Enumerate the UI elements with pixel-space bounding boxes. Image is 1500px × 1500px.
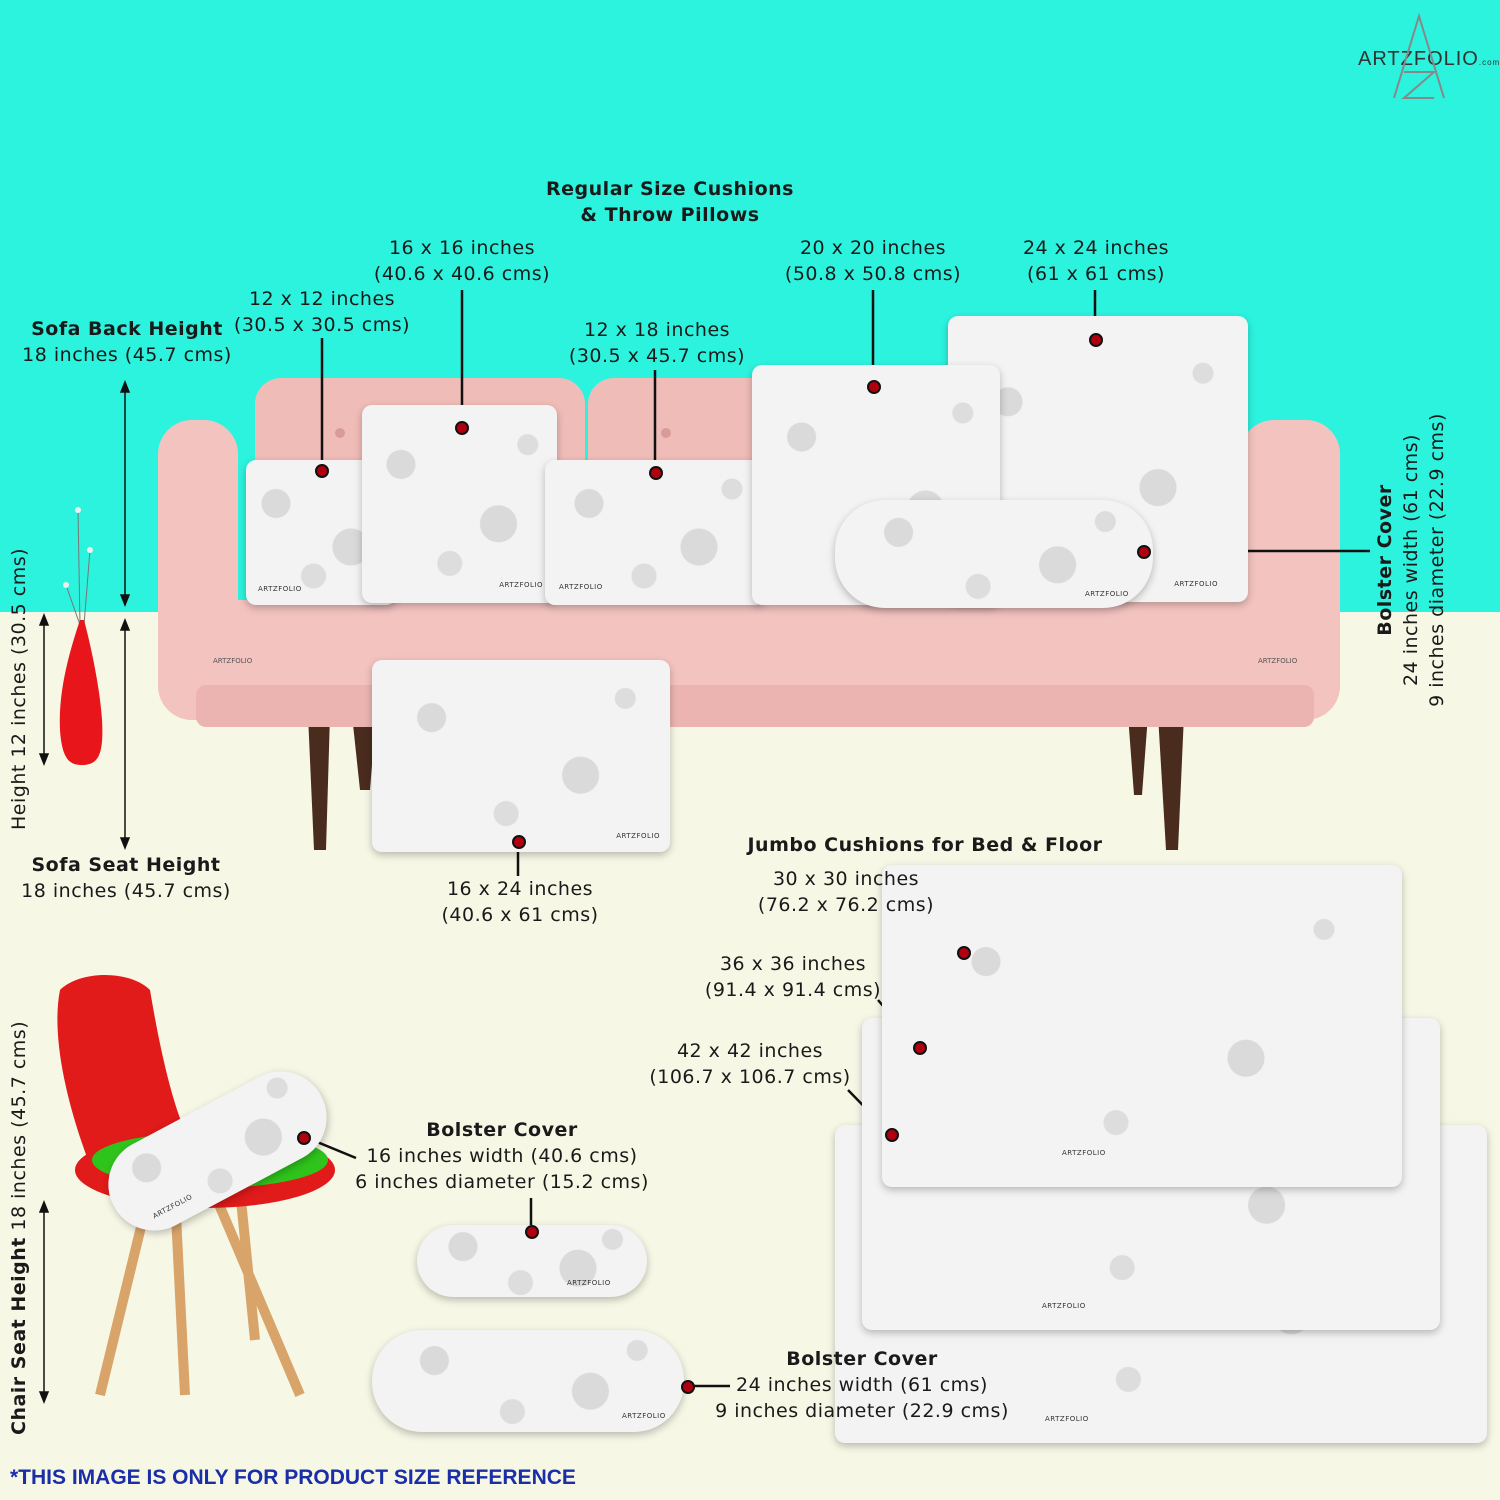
size-label-20x20: 20 x 20 inches(50.8 x 50.8 cms) [784, 237, 962, 285]
brand-logo: ARTZFOLIO.com [1358, 48, 1500, 71]
sofa-seat-height-value: 18 inches (45.7 cms) [21, 880, 231, 902]
cushion-brand-label: ARTZFOLIO [622, 1412, 666, 1420]
cushion-brand-label: ARTZFOLIO [499, 581, 543, 589]
marker-36x36 [913, 1041, 927, 1055]
marker-bolster-chair [297, 1131, 311, 1145]
sofa-back-height-value: 18 inches (45.7 cms) [22, 344, 232, 366]
cushion-brand-label: ARTZFOLIO [567, 1279, 611, 1287]
cushion-brand-label: ARTZFOLIO [616, 832, 660, 840]
regular-cushions-heading: Regular Size Cushions & Throw Pillows [540, 176, 800, 228]
size-label-24x24: 24 x 24 inches(61 x 61 cms) [1022, 237, 1170, 285]
cushion-brand-label: ARTZFOLIO [1174, 580, 1218, 588]
sofa-back-height-label: Sofa Back Height 18 inches (45.7 cms) [0, 316, 254, 368]
cushion-brand-label: ARTZFOLIO [258, 585, 302, 593]
size-label-12x18: 12 x 18 inches(30.5 x 45.7 cms) [568, 319, 746, 367]
disclaimer-text: *THIS IMAGE IS ONLY FOR PRODUCT SIZE REF… [10, 1466, 576, 1489]
size-label-42x42: 42 x 42 inches(106.7 x 106.7 cms) [649, 1040, 851, 1088]
bolster-large: ARTZFOLIO [372, 1330, 684, 1432]
svg-text:ARTZFOLIO: ARTZFOLIO [1258, 657, 1298, 665]
size-label-36x36: 36 x 36 inches(91.4 x 91.4 cms) [704, 953, 882, 1001]
cushion-12x18: ARTZFOLIO [545, 460, 765, 605]
jumbo-cushions-heading: Jumbo Cushions for Bed & Floor [740, 832, 1110, 858]
marker-bolster-small [525, 1225, 539, 1239]
marker-42x42 [885, 1128, 899, 1142]
size-label-16x24: 16 x 24 inches(40.6 x 61 cms) [441, 878, 599, 926]
brand-monogram-icon [1393, 12, 1445, 99]
marker-bolster-large [681, 1380, 695, 1394]
marker-12x18 [649, 466, 663, 480]
red-vase [59, 507, 103, 765]
cushion-brand-label: ARTZFOLIO [1045, 1415, 1089, 1423]
vase-height-label: Height 12 inches (30.5 cms) [8, 547, 30, 830]
sofa-seat-height-title: Sofa Seat Height [31, 854, 221, 876]
bolster-sofa-label: Bolster Cover 24 inches width (61 cms) 9… [1374, 413, 1448, 707]
marker-30x30 [957, 946, 971, 960]
sofa-seat-height-label: Sofa Seat Height 18 inches (45.7 cms) [0, 852, 252, 904]
cushion-brand-label: ARTZFOLIO [1062, 1149, 1106, 1157]
bolster-small-label: Bolster Cover 16 inches width (40.6 cms)… [355, 1119, 649, 1193]
marker-16x24 [512, 835, 526, 849]
brand-logo-text: ARTZFOLIO [1358, 48, 1479, 70]
cushion-brand-label: ARTZFOLIO [1085, 590, 1129, 598]
cushion-brand-label: ARTZFOLIO [1042, 1302, 1086, 1310]
bolster-sofa: ARTZFOLIO [835, 500, 1153, 608]
marker-12x12 [315, 464, 329, 478]
cushion-brand-label: ARTZFOLIO [151, 1192, 194, 1221]
cushion-16x24: ARTZFOLIO [372, 660, 670, 852]
bolster-large-label: Bolster Cover 24 inches width (61 cms) 9… [715, 1348, 1009, 1422]
cushion-brand-label: ARTZFOLIO [559, 583, 603, 591]
marker-16x16 [455, 421, 469, 435]
size-label-30x30: 30 x 30 inches(76.2 x 76.2 cms) [757, 868, 935, 916]
sofa-legs [308, 715, 1184, 850]
brand-logo-suffix: .com [1478, 58, 1500, 67]
marker-bolster-sofa [1137, 545, 1151, 559]
dimension-arrows [38, 379, 131, 1405]
regular-title: Regular Size Cushions [546, 178, 794, 200]
size-label-16x16: 16 x 16 inches(40.6 x 40.6 cms) [373, 237, 551, 285]
marker-20x20 [867, 380, 881, 394]
size-label-12x12: 12 x 12 inches(30.5 x 30.5 cms) [233, 288, 411, 336]
sofa-back-height-title: Sofa Back Height [31, 318, 223, 340]
chair-seat-height-label: Chair Seat Height 18 inches (45.7 cms) [8, 1020, 30, 1435]
jumbo-title: Jumbo Cushions for Bed & Floor [747, 834, 1103, 856]
cushion-30x30: ARTZFOLIO [882, 865, 1402, 1187]
marker-24x24 [1089, 333, 1103, 347]
svg-text:ARTZFOLIO: ARTZFOLIO [213, 657, 253, 665]
regular-subtitle: & Throw Pillows [580, 204, 760, 226]
cushion-16x16: ARTZFOLIO [362, 405, 557, 603]
